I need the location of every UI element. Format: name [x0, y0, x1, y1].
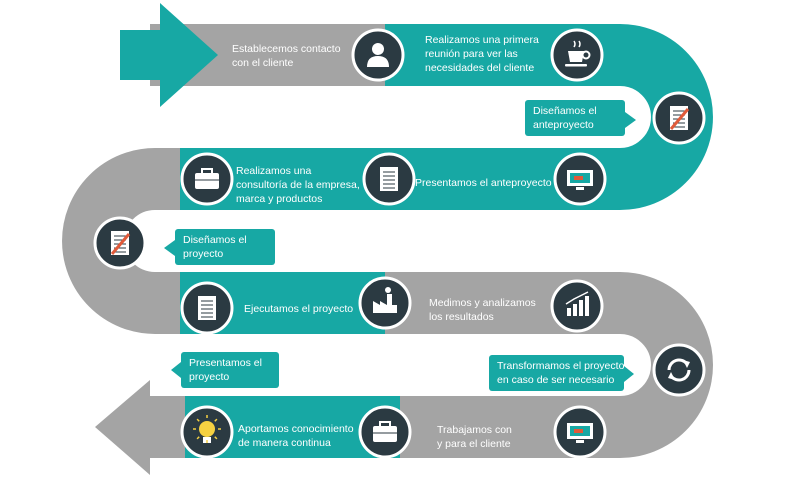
- monitor-icon: [553, 152, 607, 206]
- document-icon: [180, 281, 234, 335]
- briefcase-icon: [180, 152, 234, 206]
- document-pencil-icon: [93, 216, 147, 270]
- callout-pointer-3: [625, 112, 636, 128]
- step-label-4: Presentamos el anteproyecto: [415, 177, 552, 189]
- lightbulb-icon: [180, 405, 234, 459]
- end-arrow: [95, 380, 185, 475]
- callout-pointer-10: [624, 366, 634, 382]
- start-arrow-head: [120, 3, 218, 107]
- person-icon: [351, 28, 405, 82]
- callout-pointer-6: [164, 240, 175, 256]
- coffee-cup-icon: [550, 28, 604, 82]
- briefcase-icon: [358, 405, 412, 459]
- monitor-icon: [553, 405, 607, 459]
- refresh-icon: [652, 343, 706, 397]
- bar-chart-icon: [550, 279, 604, 333]
- road-segment-2-gray: [62, 148, 385, 334]
- document-pencil-icon: [652, 91, 706, 145]
- step-label-7: Ejecutamos el proyecto: [244, 303, 354, 315]
- document-icon: [362, 152, 416, 206]
- factory-icon: [358, 276, 412, 330]
- callout-pointer-9: [171, 362, 181, 378]
